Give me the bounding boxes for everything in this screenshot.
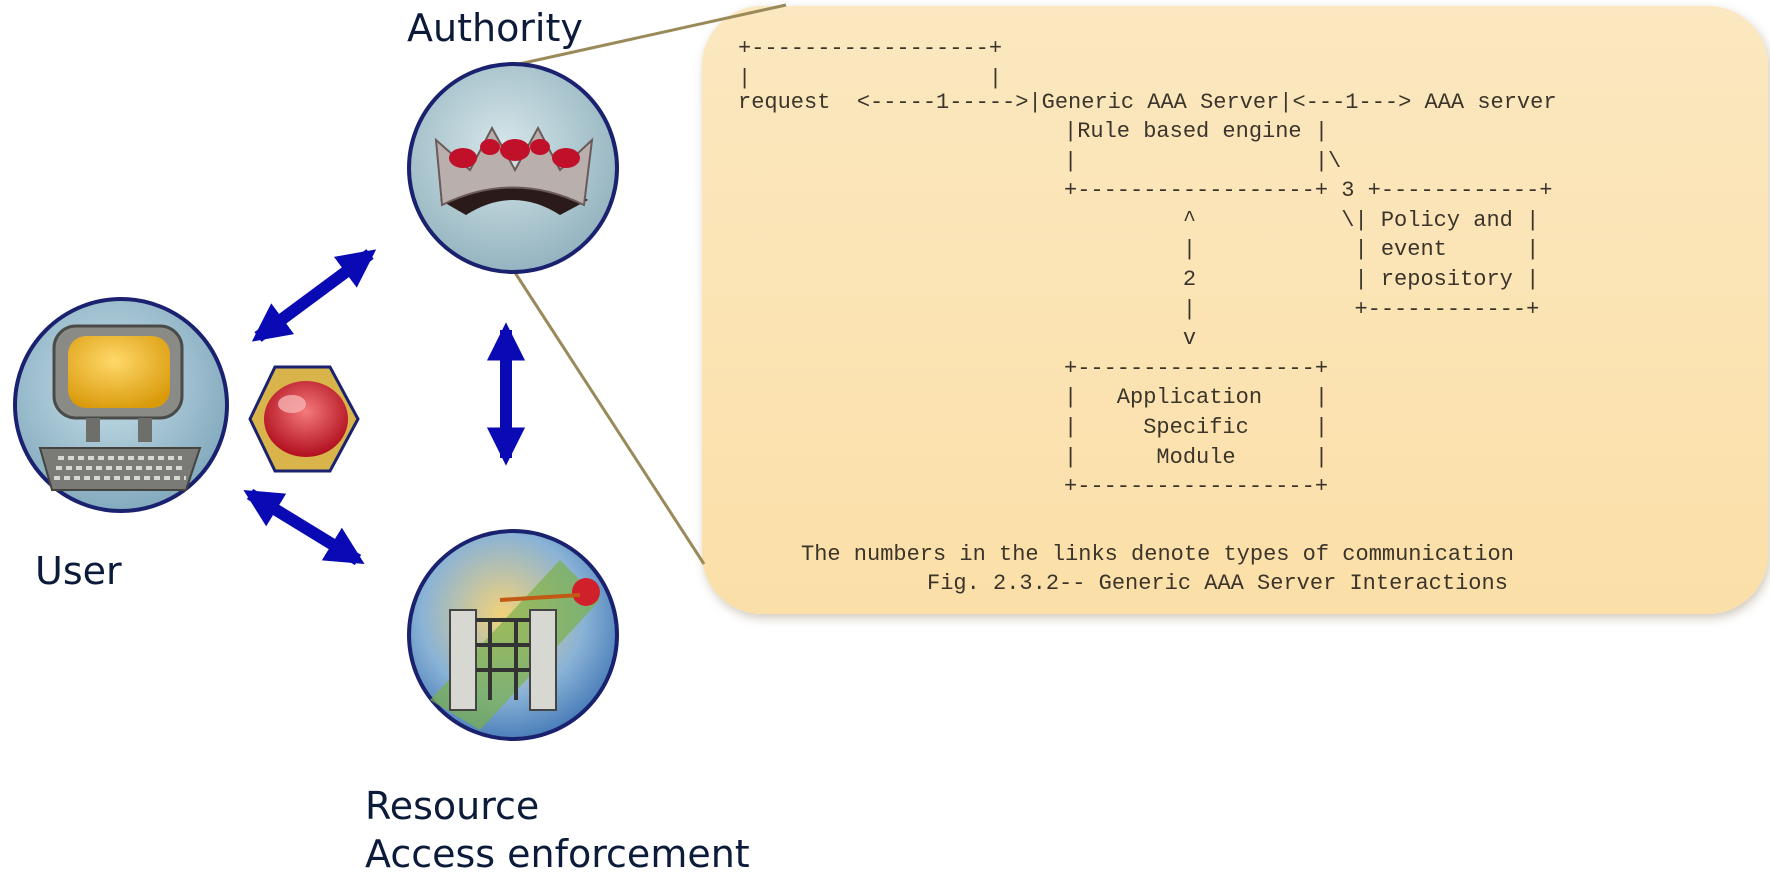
callout-panel: +------------------+ | | request <-----1… [702,6,1768,614]
server-box-body: |Rule based engine | | |\ +-------------… [1064,119,1553,500]
connector-line-top [509,3,787,68]
server-box-top: +------------------+ | | [738,36,1003,91]
authority-node[interactable] [407,62,619,274]
authority-label: Authority [407,6,583,50]
arrow-user-authority [251,249,377,342]
caption-line-2: Fig. 2.3.2-- Generic AAA Server Interact… [927,571,1508,596]
arrow-user-resource [243,488,365,566]
computer-icon [38,324,202,491]
resource-label-line-1: Resource [365,784,540,828]
red-gem-icon [264,381,348,457]
resource-label-line-2: Access enforcement [365,831,750,876]
user-node[interactable] [13,297,229,513]
token-node[interactable] [248,365,360,473]
caption-line-1: The numbers in the links denote types of… [801,542,1514,567]
connector-line-bottom [510,267,706,565]
crown-icon [434,125,594,215]
request-line: request <-----1----->|Generic AAA Server… [738,90,1557,115]
gate-icon [430,560,600,730]
resource-node[interactable] [407,529,619,741]
user-label: User [35,549,122,593]
resource-label: Resource Access enforcement [365,783,750,878]
